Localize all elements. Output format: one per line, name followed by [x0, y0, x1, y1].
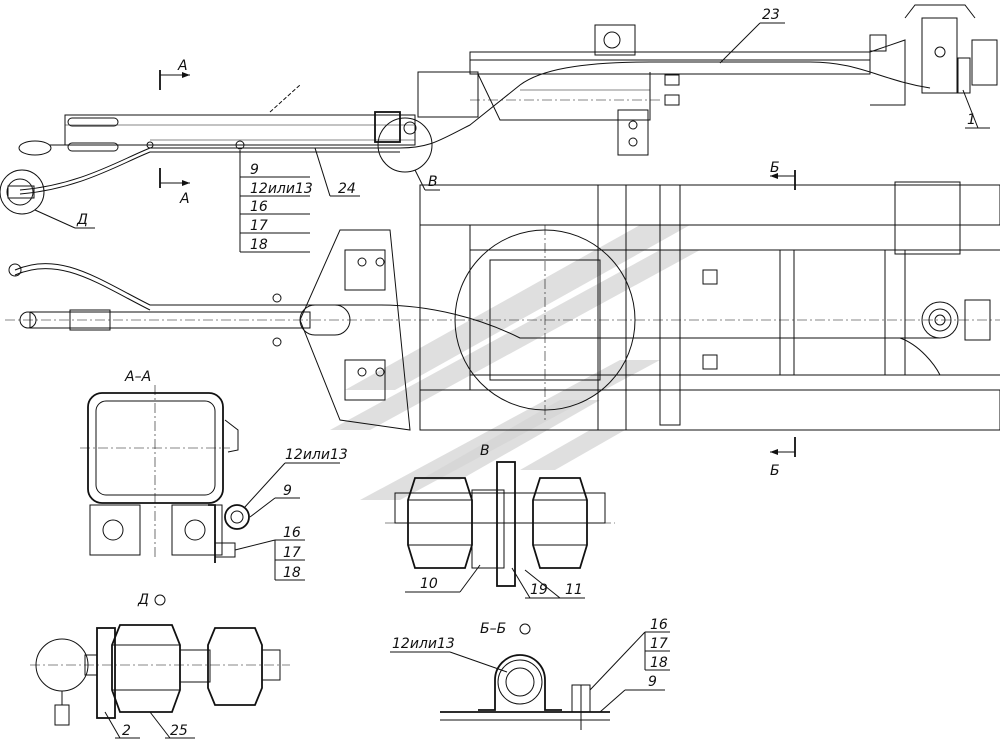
view-d: Д 2 25: [30, 592, 290, 739]
aa-label-16: 16: [283, 525, 301, 541]
section-aa: А–А 9 12или13 16 17 18: [80, 369, 348, 581]
section-a-bottom-label: А: [179, 191, 190, 207]
bb-label-18: 18: [650, 655, 668, 671]
section-aa-title: А–А: [124, 369, 151, 385]
side-view: [6, 4, 998, 206]
view-refs: В Д: [0, 117, 440, 229]
view-d-title: Д: [137, 592, 149, 608]
bb-label-12or13: 12или13: [392, 636, 455, 652]
view-v-label-11: 11: [565, 582, 583, 598]
callout-stack-upper: 9 12или13 16 17 18 24: [239, 147, 360, 253]
view-d-label-25: 25: [170, 723, 188, 739]
view-v-label-19: 19: [530, 582, 548, 598]
label-12or13: 12или13: [250, 181, 313, 197]
label-1: 1: [967, 112, 976, 128]
aa-label-9: 9: [283, 483, 292, 499]
view-v-ref: В: [428, 174, 438, 190]
label-18: 18: [250, 237, 268, 253]
label-16: 16: [250, 199, 268, 215]
label-24: 24: [338, 181, 356, 197]
section-bb-title: Б–Б: [480, 621, 506, 637]
section-bb: Б–Б 12или13 16 17 18 9: [390, 617, 670, 730]
view-v-label-10: 10: [420, 576, 438, 592]
view-d-ref: Д: [76, 212, 88, 228]
section-b-markers: Б Б: [770, 160, 796, 479]
label-23: 23: [762, 7, 780, 23]
bb-label-9: 9: [648, 674, 657, 690]
callout-23: 23: [719, 7, 785, 64]
label-9: 9: [250, 162, 259, 178]
callout-1: 1: [962, 89, 990, 129]
aa-label-12or13: 12или13: [285, 447, 348, 463]
view-d-label-2: 2: [122, 723, 131, 739]
plan-view: [5, 181, 1000, 431]
view-v-title: В: [480, 443, 490, 459]
view-v: В 10 19 11: [385, 443, 615, 599]
section-a-top-label: А: [177, 58, 188, 74]
section-b-top-label: Б: [770, 160, 780, 176]
aa-label-17: 17: [283, 545, 301, 561]
label-17: 17: [250, 218, 268, 234]
aa-label-18: 18: [283, 565, 301, 581]
bb-label-16: 16: [650, 617, 668, 633]
section-a-markers: А А: [159, 58, 190, 207]
section-b-bottom-label: Б: [770, 463, 780, 479]
bb-label-17: 17: [650, 636, 668, 652]
